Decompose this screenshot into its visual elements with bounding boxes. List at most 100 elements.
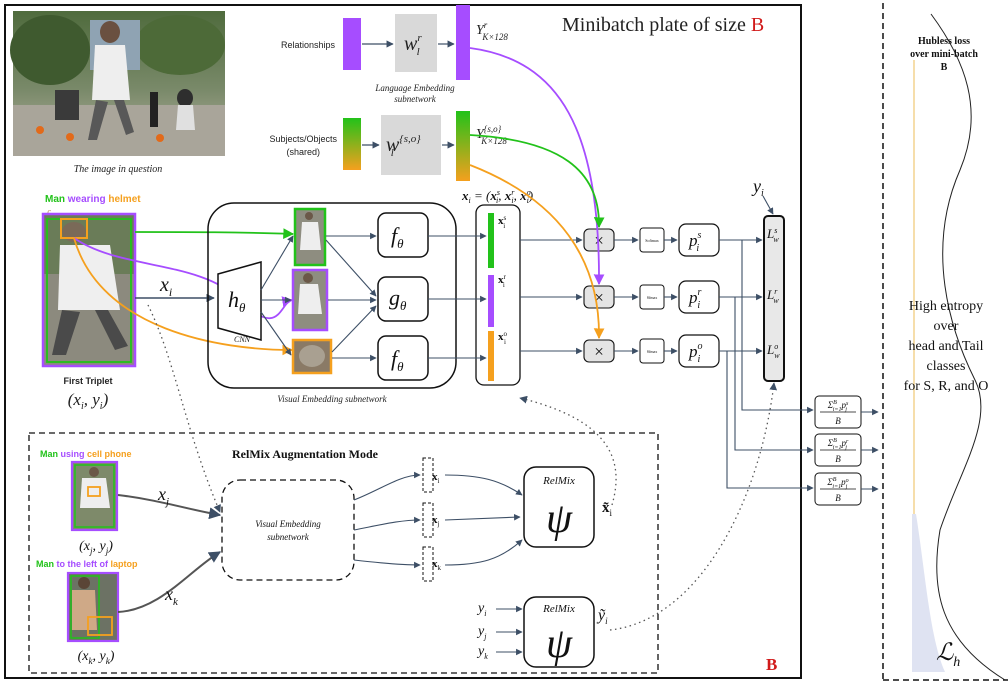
hubless-title-2: over mini-batch [910,49,978,60]
language-subnetwork-caption-1: Language Embedding [374,83,455,93]
entropy-line-5: for S, R, and O [904,379,989,394]
w-so-symbol: w{s,o}l [386,133,421,159]
f-theta-subject-label: fθ [391,223,404,251]
relmix-emb-j [422,502,434,538]
plate-corner-label: B [766,655,777,674]
svg-text:×: × [594,342,604,361]
relmix-psi-y: ψ [546,621,573,667]
yi-label: yi [751,176,764,199]
relmix-vis-sub-2: subnetwork [267,532,310,542]
w-so-box [381,115,441,175]
h-theta-label: hθ [228,287,246,315]
dotted-xi-to-relmix [147,304,221,513]
xi-label: xi [159,274,172,299]
w-r-box [395,14,437,72]
relmix-emb-k [422,546,434,582]
svg-text:×: × [594,231,604,250]
photo-caption: The image in question [74,164,163,175]
relmix-emb-i [422,457,434,493]
svg-text:B: B [835,416,841,426]
first-triplet-text: Man wearing helmet [45,194,141,205]
pair-j-label: (xj, yj) [79,539,113,556]
xr-bar [488,275,494,327]
loss-curve [930,13,1006,681]
softmax-object-label: Sfmax [647,349,657,354]
y-so-label: Y{s,o}K×128 [476,124,507,146]
relmix-title: RelMix Augmentation Mode [232,447,379,461]
subject-language-arrow [469,134,605,229]
input-photo [10,11,225,156]
visual-subnetwork-caption: Visual Embedding subnetwork [277,394,387,404]
entropy-line-2: over [934,319,959,334]
minibatch-plate [4,4,802,679]
relmix-psi-x-box [523,466,595,548]
svg-text:×: × [594,288,604,307]
cnn-trapezoid [217,261,262,341]
softmax-subject-label: Softmax [645,238,659,243]
softmax-relation-label: Sfmax [647,295,657,300]
loss-distribution-fill [912,514,945,672]
triplet-j-image [70,460,119,532]
object-crop [291,338,333,375]
relmix-visual-subnetwork [221,479,355,581]
multiply-node-object: × [583,339,615,363]
pair-k-label: (xk, yk) [78,649,115,666]
triplet-crop-image [41,212,137,368]
relmix-psi-x: ψ [546,496,573,542]
relmix-psi-y-box [523,596,595,668]
hubless-title-3: B [941,62,948,73]
relmix-y-box-label: RelMix [542,603,575,615]
loss-column [763,215,785,382]
xj-label: xj [157,484,169,508]
y-tilde-label: ỹi [596,607,608,626]
first-triplet-pair: (xi, yi) [68,390,109,412]
y-so-bar [456,111,470,181]
visual-embedding-subnetwork [207,202,457,389]
subject-crop [293,207,327,267]
relmix-yi: yi [476,601,486,618]
object-language-arrow [469,164,605,340]
relmix-vis-sub-1: Visual Embedding [255,519,321,529]
entropy-line-3: head and Tail [909,339,984,354]
xk-label: xk [164,584,179,608]
multiply-node-relation: × [583,285,615,309]
g-theta-label: gθ [389,285,407,313]
dotted-ytilde-to-loss [609,382,778,631]
relmix-yk: yk [476,644,488,661]
triplet-j-text: Man using cell phone [40,449,132,459]
xs-bar [488,213,494,268]
plate-title: Minibatch plate of size B [562,14,764,36]
entropy-line-1: High entropy [909,299,983,314]
relationships-label: Relationships [281,40,336,50]
relationships-onehot-bar [343,18,361,70]
f-theta-object-label: fθ [391,346,404,374]
entropy-line-4: classes [927,359,966,374]
relmix-augmentation-box [28,432,659,674]
relmix-emb-i-label: xi [432,471,440,485]
relation-crop [291,268,329,332]
svg-text:B: B [835,454,841,464]
y-r-bar [456,5,470,80]
hubless-title-1: Hubless loss [918,36,970,47]
subjects-objects-label: Subjects/Objects [269,134,337,144]
subjects-onehot-bar [343,118,361,170]
svg-text:B: B [835,493,841,503]
